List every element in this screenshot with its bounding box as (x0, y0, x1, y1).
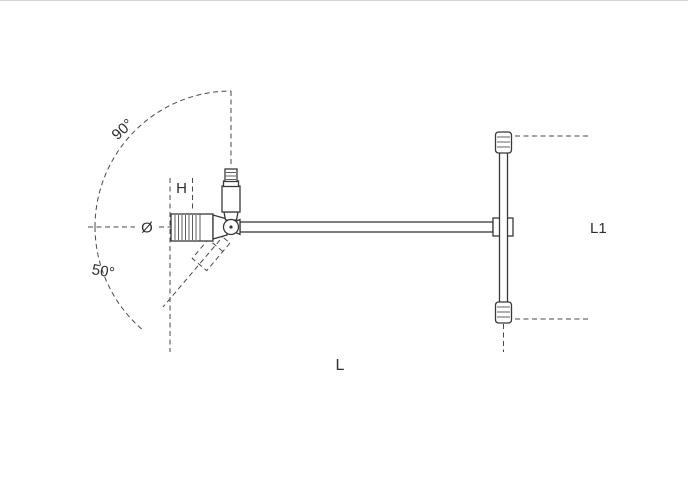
wrench-drawing (170, 131, 514, 324)
t-handle-bottom-cap (494, 301, 513, 324)
universal-joint (212, 211, 241, 240)
label-length-l1: L1 (590, 220, 607, 237)
swivel-axis-line (162, 226, 232, 308)
stud-body (221, 185, 241, 213)
socket-body (170, 213, 214, 242)
drive-stud (221, 168, 241, 213)
label-angle-50: 50° (90, 261, 115, 282)
joint-pivot-center (229, 225, 233, 229)
joint-fork-left (212, 214, 228, 240)
ghost-swivelled-socket (191, 230, 231, 272)
label-height-h: H (176, 180, 187, 197)
label-length-l: L (336, 357, 345, 374)
swivel-arc-90 (94, 90, 232, 228)
socket-head (170, 213, 214, 242)
construction-lines (88, 90, 588, 352)
top-cap-body (494, 131, 513, 154)
swivel-arc-50 (94, 226, 145, 332)
bottom-cap-body (494, 301, 513, 324)
wrench-shaft (239, 221, 494, 233)
stud-neck (223, 211, 239, 221)
t-handle-top-cap (494, 131, 513, 154)
label-diameter: Ø (141, 220, 153, 237)
ghost-socket-outline (191, 230, 231, 272)
ghost-socket-divider (207, 238, 224, 252)
label-angle-90: 90° (109, 116, 137, 144)
dimension-labels: 90° 50° H Ø L L1 (90, 116, 606, 374)
t-handle-bar (498, 151, 509, 304)
